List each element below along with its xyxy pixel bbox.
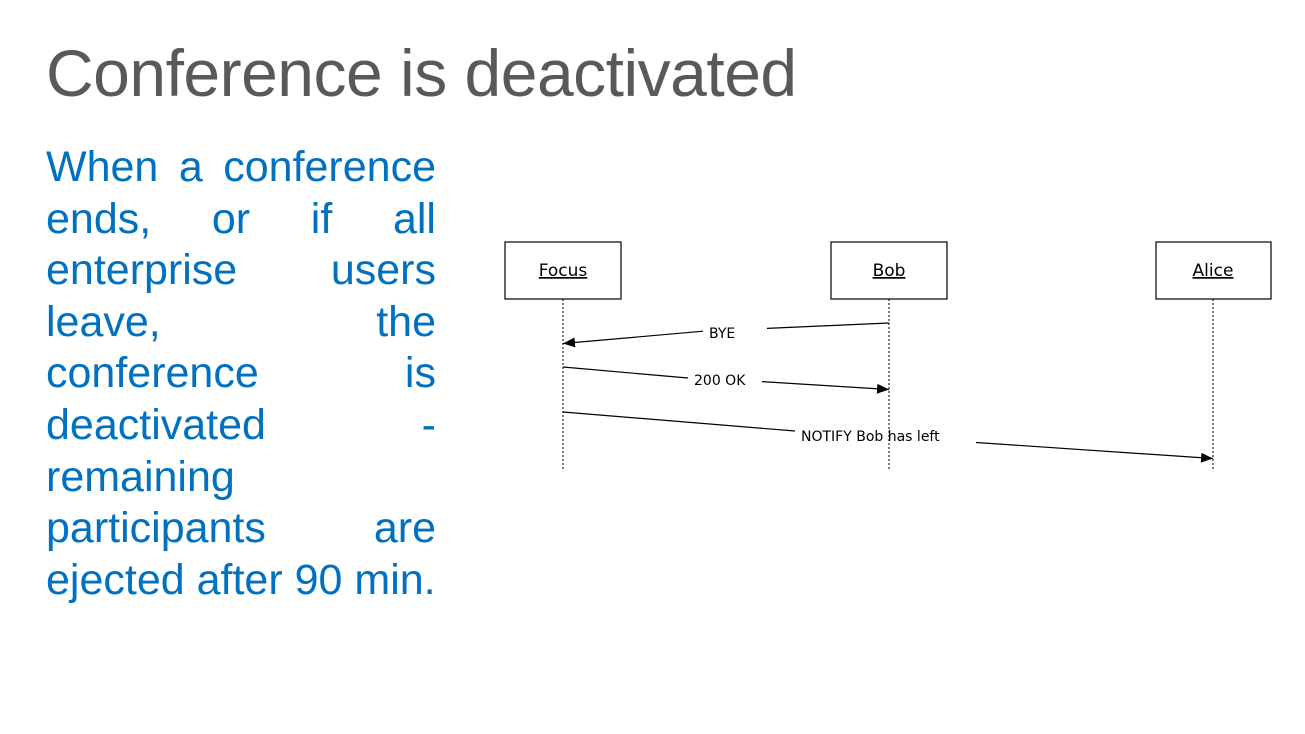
slide-body-text: When a conference ends, or if all enterp… bbox=[46, 143, 436, 604]
actor-box-focus bbox=[504, 241, 622, 300]
actor-label-bob: Bob bbox=[873, 261, 906, 281]
actor-box-alice bbox=[1155, 241, 1272, 300]
actor-box-bob bbox=[830, 241, 948, 300]
slide-title: Conference is deactivated bbox=[46, 36, 797, 110]
actor-label-focus: Focus bbox=[539, 261, 588, 281]
message-label-200-ok: 200 OK bbox=[694, 373, 746, 389]
message-notify: NOTIFY Bob has left bbox=[562, 411, 1214, 463]
message-bye: BYE bbox=[562, 322, 890, 348]
message-200-ok: 200 OK bbox=[562, 366, 890, 394]
message-label-bye: BYE bbox=[709, 326, 735, 342]
actor-label-alice: Alice bbox=[1193, 261, 1234, 281]
message-label-notify: NOTIFY Bob has left bbox=[801, 429, 940, 445]
